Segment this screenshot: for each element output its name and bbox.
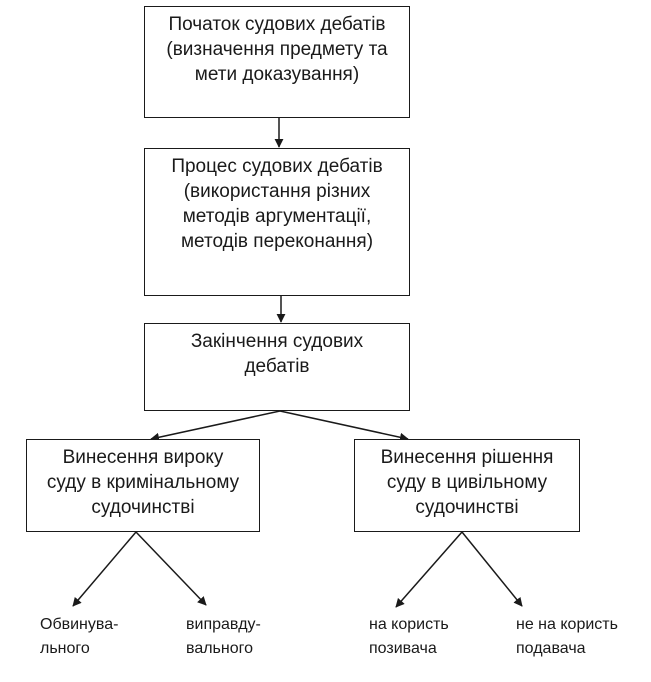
edge-civil-to-for-plaintiff [395,531,463,608]
node-debate-start: Початок судових дебатів (визначення пред… [144,6,410,118]
node-debate-process-line-3: методів аргументації, [182,206,372,227]
node-criminal-verdict-line-2: суду в кримінальному [46,472,240,493]
node-civil-decision-line-2: суду в цивільному [386,472,548,493]
node-debate-start-line-3: мети доказування) [194,64,360,85]
leaf-not-for-plaintiff: не на користь подавача [516,613,618,661]
node-debate-end-line-1: Закінчення судових [190,331,364,352]
leaf-accusatory-verdict-line-2: льного [40,640,90,657]
node-civil-decision-line-1: Винесення рішення [380,447,554,468]
edge-civil-to-not-for-plaintiff [461,531,523,607]
node-debate-process-line-4: методів переконання) [180,231,374,252]
node-debate-process-line-1: Процес судових дебатів [171,156,383,177]
node-criminal-verdict: Винесення вироку суду в кримінальному су… [26,439,260,532]
node-debate-start-line-1: Початок судових дебатів [168,14,386,35]
edge-criminal-to-accusatory [72,531,137,607]
edge-end-to-civil [279,410,409,442]
leaf-not-for-plaintiff-line-2: подавача [516,640,586,657]
leaf-acquittal-verdict: виправду- вального [186,613,261,661]
node-debate-end: Закінчення судових дебатів [144,323,410,411]
leaf-acquittal-verdict-line-2: вального [186,640,254,657]
node-debate-start-line-2: (визначення предмету та [166,39,388,60]
node-criminal-verdict-line-1: Винесення вироку [62,447,224,468]
leaf-acquittal-verdict-line-1: виправду- [186,616,261,633]
node-debate-process: Процес судових дебатів (використання різ… [144,148,410,296]
leaf-accusatory-verdict-line-1: Обвинува- [40,616,119,633]
edge-criminal-to-acquittal [135,531,207,606]
leaf-for-plaintiff-line-1: на користь [369,616,449,633]
node-civil-decision: Винесення рішення суду в цивільному судо… [354,439,580,532]
node-civil-decision-line-3: судочинстві [415,497,519,518]
leaf-for-plaintiff-line-2: позивача [369,640,437,657]
node-debate-end-line-2: дебатів [244,356,310,377]
leaf-for-plaintiff: на користь позивача [369,613,449,661]
edge-end-to-criminal [150,410,281,442]
node-criminal-verdict-line-3: судочинстві [91,497,195,518]
leaf-not-for-plaintiff-line-1: не на користь [516,616,618,633]
leaf-accusatory-verdict: Обвинува- льного [40,613,118,661]
node-debate-process-line-2: (використання різних [183,181,371,202]
